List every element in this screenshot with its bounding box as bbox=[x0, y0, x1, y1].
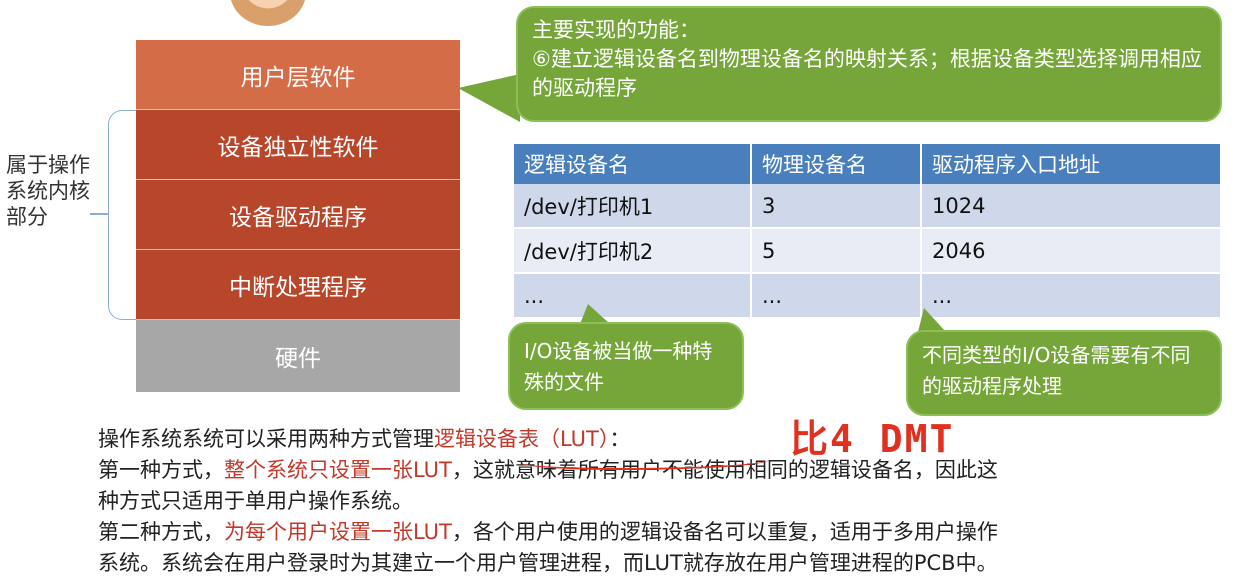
layer-interrupt-handler: 中断处理程序 bbox=[136, 250, 460, 320]
paragraph-method-two-cont: 系统。系统会在用户登录时为其建立一个用户管理进程，而LUT就存放在用户管理进程的… bbox=[98, 551, 998, 575]
main-callout-title: 主要实现的功能： bbox=[532, 18, 700, 42]
table-cell: ... bbox=[921, 273, 1222, 319]
table-cell: /dev/打印机1 bbox=[514, 184, 752, 229]
presenter-avatar bbox=[230, 0, 306, 26]
lut-term: 逻辑设备表（LUT） bbox=[434, 427, 610, 451]
table-cell: 2046 bbox=[921, 228, 1222, 274]
paragraph-method-one-cont: 种方式只适用于单用户操作系统。 bbox=[98, 489, 413, 513]
kernel-brace bbox=[108, 110, 136, 320]
layer-hardware: 硬件 bbox=[136, 320, 460, 392]
text-span: ： bbox=[609, 427, 631, 451]
header-driver-address: 驱动程序入口地址 bbox=[921, 144, 1222, 184]
text-span: 第二种方式， bbox=[98, 520, 224, 544]
right-callout-tail bbox=[918, 308, 946, 332]
table-cell: /dev/打印机2 bbox=[514, 228, 752, 274]
table-row: /dev/打印机1 3 1024 bbox=[514, 184, 1222, 229]
main-callout: 主要实现的功能： ⑥建立逻辑设备名到物理设备名的映射关系；根据设备类型选择调用相… bbox=[516, 6, 1222, 122]
left-callout-tail bbox=[580, 304, 610, 324]
layer-user-software: 用户层软件 bbox=[136, 40, 460, 110]
handwritten-underline bbox=[520, 452, 770, 470]
table-cell: 1024 bbox=[921, 184, 1222, 229]
software-layer-stack: 用户层软件 设备独立性软件 设备驱动程序 中断处理程序 硬件 bbox=[136, 40, 460, 392]
table-row: ... ... ... bbox=[514, 273, 1222, 319]
layer-device-driver: 设备驱动程序 bbox=[136, 180, 460, 250]
method-two-highlight: 为每个用户设置一张LUT bbox=[224, 520, 452, 544]
header-physical-name: 物理设备名 bbox=[751, 144, 922, 184]
text-span: 第一种方式， bbox=[98, 458, 224, 482]
header-logical-name: 逻辑设备名 bbox=[514, 144, 752, 184]
main-callout-body: ⑥建立逻辑设备名到物理设备名的映射关系；根据设备类型选择调用相应的驱动程序 bbox=[532, 47, 1202, 100]
logical-unit-table: 逻辑设备名 物理设备名 驱动程序入口地址 /dev/打印机1 3 1024 /d… bbox=[514, 144, 1222, 319]
table-cell: ... bbox=[514, 273, 752, 319]
handwritten-annotation: 比4 DMT bbox=[790, 417, 955, 461]
driver-callout: 不同类型的I/O设备需要有不同的驱动程序处理 bbox=[906, 330, 1222, 416]
kernel-brace-tip bbox=[90, 213, 108, 215]
text-span: 操作系统系统可以采用两种方式管理 bbox=[98, 427, 434, 451]
method-one-highlight: 整个系统只设置一张LUT bbox=[224, 458, 452, 482]
kernel-label: 属于操作系统内核部分 bbox=[6, 153, 90, 229]
table-cell: 3 bbox=[751, 184, 922, 229]
paragraph-method-two: 第二种方式，为每个用户设置一张LUT，各个用户使用的逻辑设备名可以重复，适用于多… bbox=[98, 517, 1238, 548]
file-callout: I/O设备被当做一种特殊的文件 bbox=[508, 322, 744, 410]
table-cell: 5 bbox=[751, 228, 922, 274]
layer-device-independent-software: 设备独立性软件 bbox=[136, 110, 460, 180]
paragraph-intro: 操作系统系统可以采用两种方式管理逻辑设备表（LUT）： bbox=[98, 424, 1238, 455]
text-span: ，各个用户使用的逻辑设备名可以重复，适用于多用户操作 bbox=[451, 520, 998, 544]
table-cell: ... bbox=[751, 273, 922, 319]
table-row: /dev/打印机2 5 2046 bbox=[514, 228, 1222, 274]
main-callout-tail bbox=[458, 74, 520, 122]
explanation-text: 操作系统系统可以采用两种方式管理逻辑设备表（LUT）： 第一种方式，整个系统只设… bbox=[98, 424, 1238, 579]
